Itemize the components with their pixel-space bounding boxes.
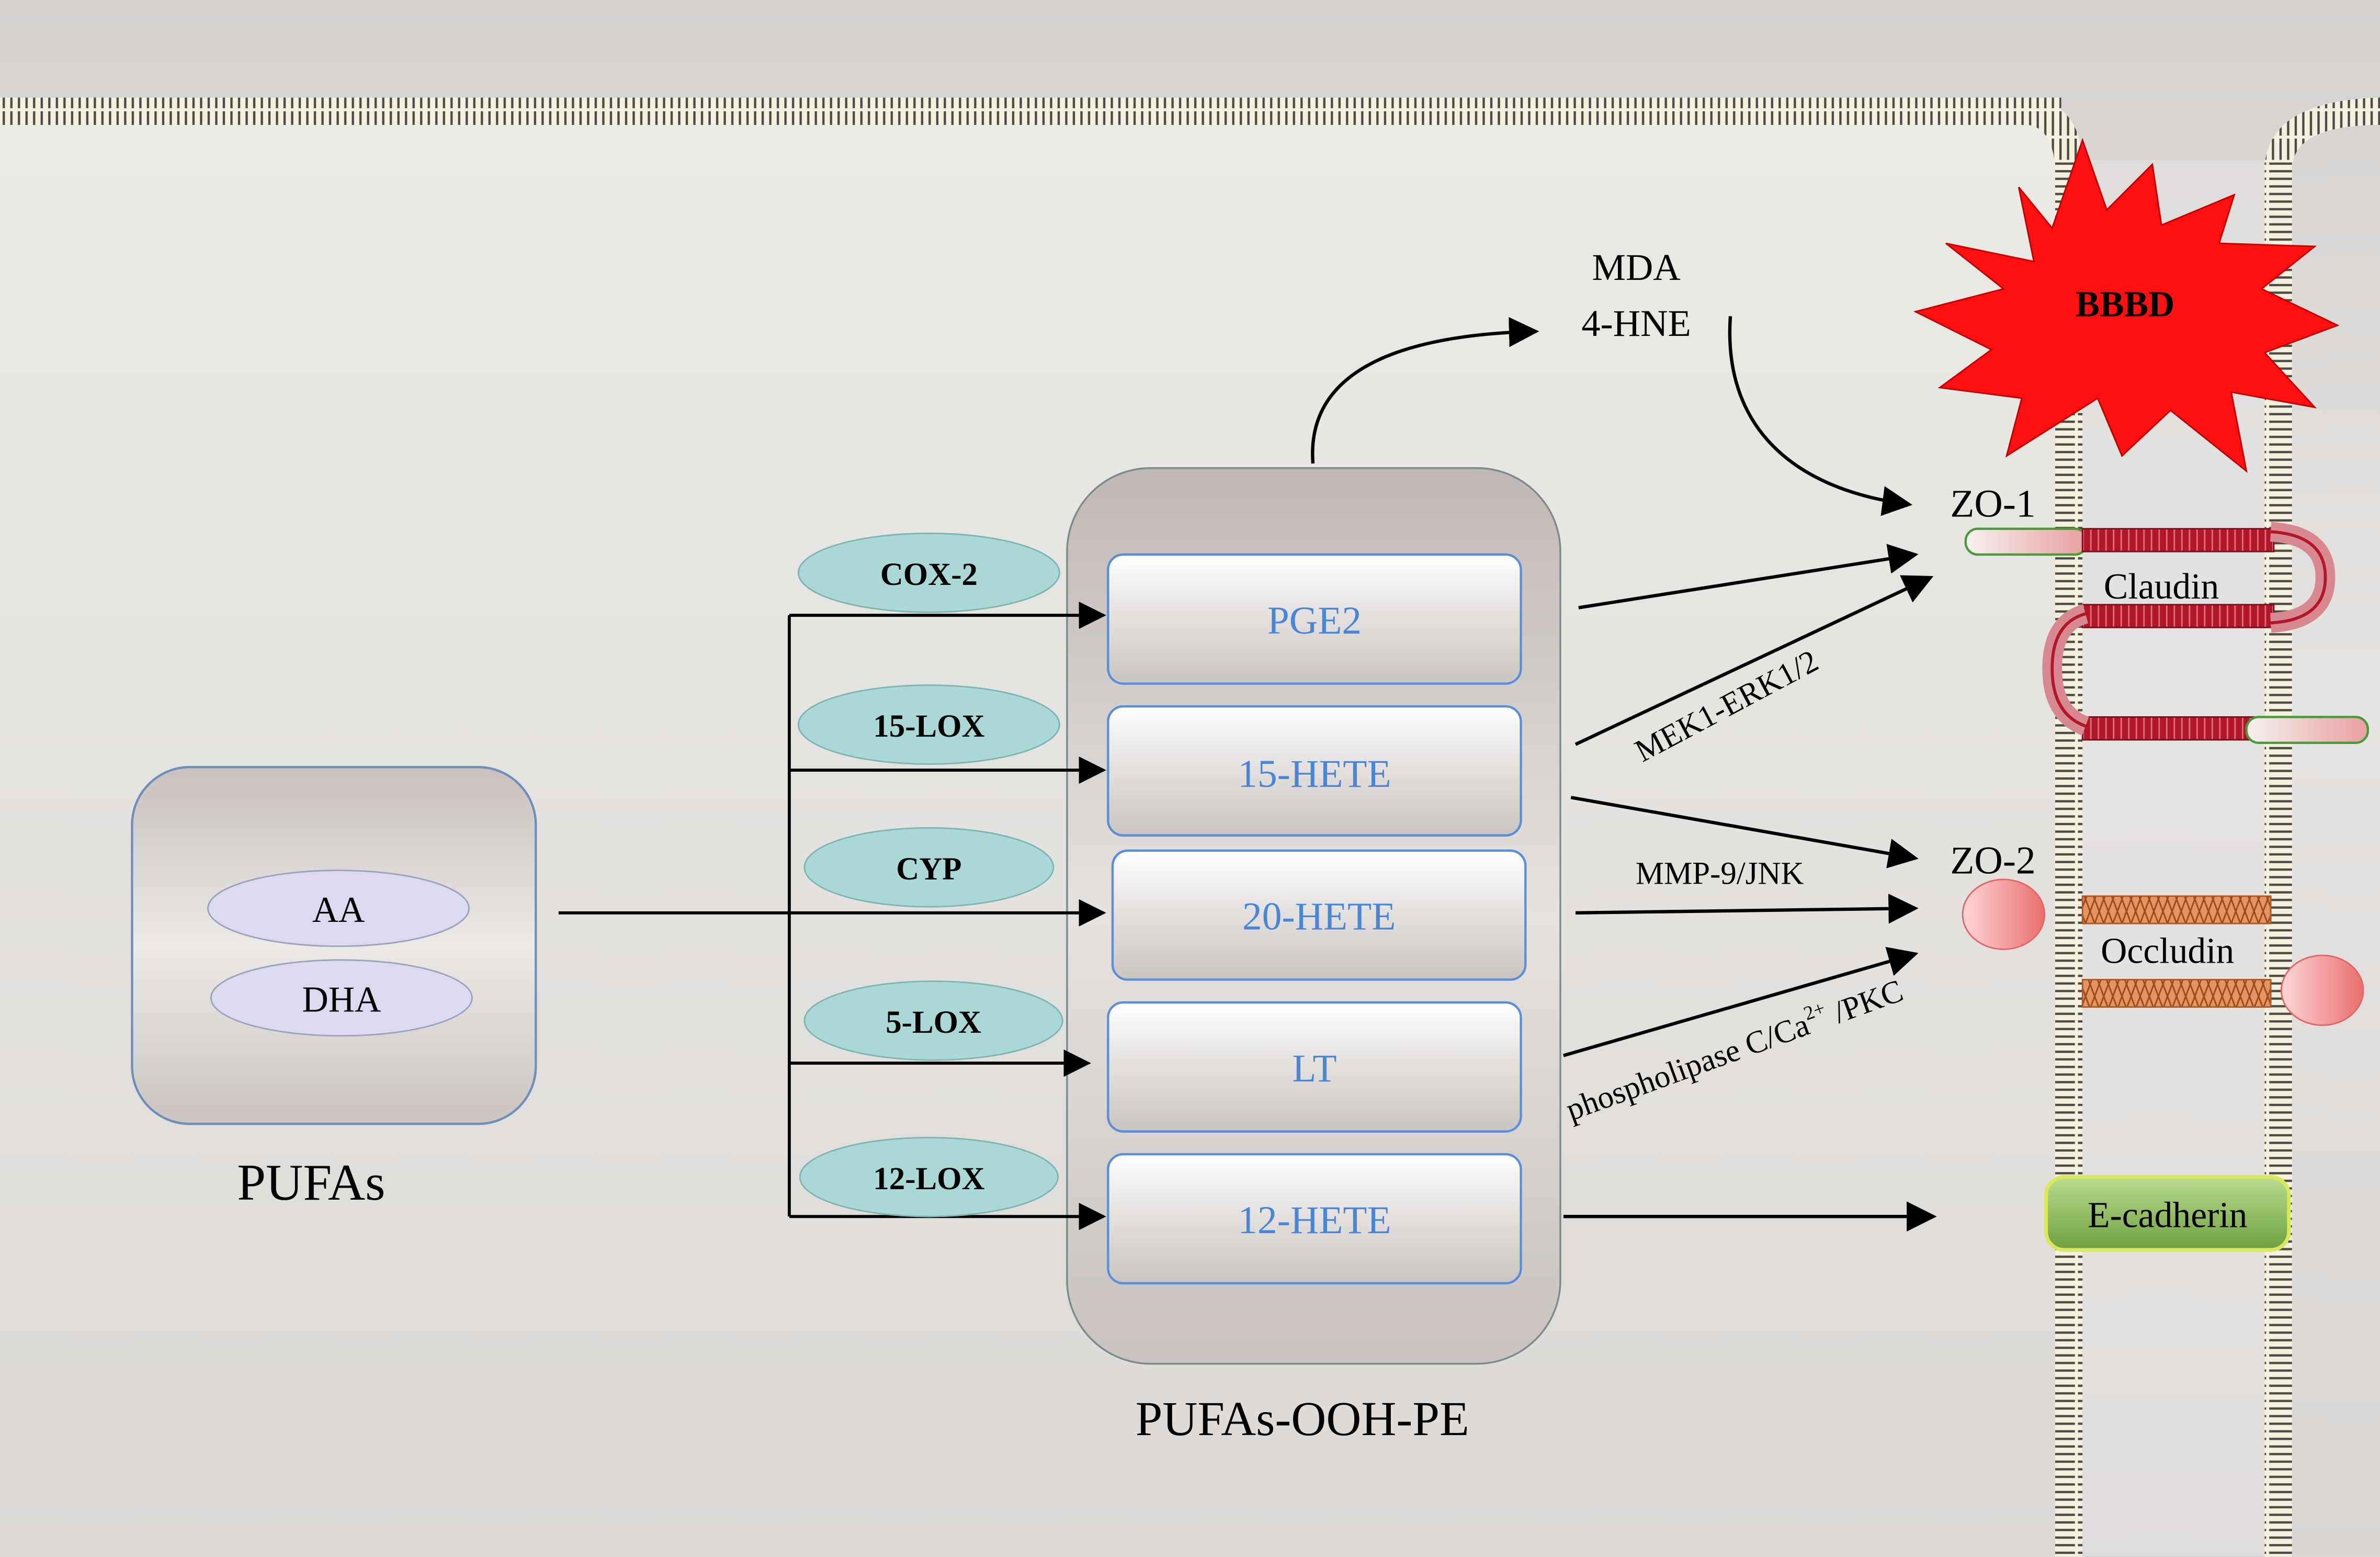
zo-1-rod-right [2245,716,2369,744]
product-pge2: PGE2 [1107,553,1522,685]
claudin-label: Claudin [2104,567,2219,607]
dha-label: DHA [302,979,381,1020]
occludin-label: Occludin [2101,931,2234,972]
bbbd-starburst: BBBD [1913,138,2340,473]
zo-1-label: ZO-1 [1950,482,2035,525]
svg-text:COX-2: COX-2 [880,557,978,592]
svg-text:15-HETE: 15-HETE [1238,752,1391,796]
bbbd-label: BBBD [2076,284,2175,324]
aa-label: AA [312,890,365,930]
svg-text:5-LOX: 5-LOX [886,1005,981,1040]
svg-text:CYP: CYP [896,852,961,887]
zo-1-rod [1964,527,2089,556]
svg-text:12-LOX: 12-LOX [873,1161,984,1197]
svg-text:12-HETE: 12-HETE [1238,1199,1391,1242]
svg-text:15-LOX: 15-LOX [873,709,984,744]
pufas-ooh-pe-label: PUFAs-OOH-PE [1136,1392,1469,1446]
mda-label: MDA [1592,246,1680,288]
enzyme-12-lox: 12-LOX [799,1136,1059,1217]
membrane-corner-left [2027,97,2083,168]
claudin-complex: Claudin [2042,522,2336,741]
occludin-complex: Occludin [2081,895,2272,1008]
e-cadherin-label: E-cadherin [2088,1195,2247,1235]
product-20-hete: 20-HETE [1111,849,1527,981]
product-lt: LT [1107,1001,1522,1133]
pufas-label: PUFAs [237,1154,385,1211]
zo-2-right-bead [2280,954,2364,1026]
4-hne-label: 4-HNE [1581,302,1691,344]
top-membrane [0,97,2061,125]
enzyme-cyp: CYP [803,827,1055,908]
mmp-jnk-label: MMP-9/JNK [1636,856,1804,892]
svg-text:PGE2: PGE2 [1267,599,1362,642]
zo-2-left-bead [1962,878,2046,950]
svg-text:20-HETE: 20-HETE [1242,895,1396,939]
product-12-hete: 12-HETE [1107,1153,1522,1285]
aa-ellipse [207,870,470,947]
zo-2-label: ZO-2 [1950,839,2035,882]
product-15-hete: 15-HETE [1107,705,1522,837]
enzyme-5-lox: 5-LOX [803,980,1063,1061]
membrane-corner-right [2264,97,2380,168]
svg-text:LT: LT [1292,1047,1336,1090]
e-cadherin: E-cadherin [2044,1175,2291,1252]
pufas-box: AA DHA [131,766,537,1125]
enzyme-15-lox: 15-LOX [797,684,1060,765]
pathway-arrows [1311,316,1937,1232]
dha-ellipse [210,959,473,1037]
enzyme-cox-2: COX-2 [797,532,1060,613]
